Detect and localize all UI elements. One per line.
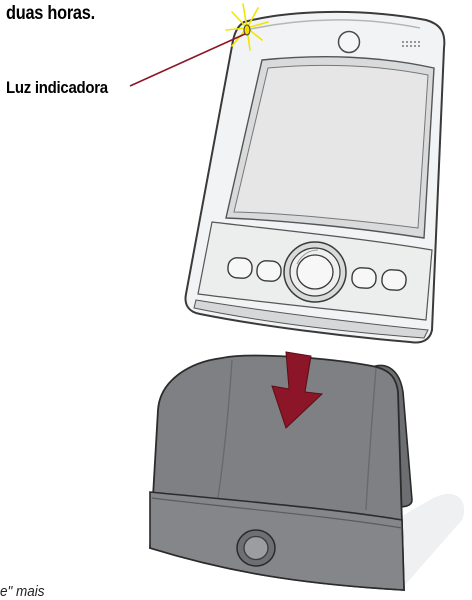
app-button-4[interactable] [381,269,406,291]
pda-device [130,4,444,343]
hotsync-button-center [244,537,268,560]
app-button-1[interactable] [227,257,252,279]
pda-screen [234,65,428,228]
app-button-3[interactable] [351,267,376,289]
app-button-2[interactable] [256,260,281,282]
power-button[interactable] [339,32,360,53]
cradle [150,352,464,590]
navigator-button[interactable] [284,242,346,302]
